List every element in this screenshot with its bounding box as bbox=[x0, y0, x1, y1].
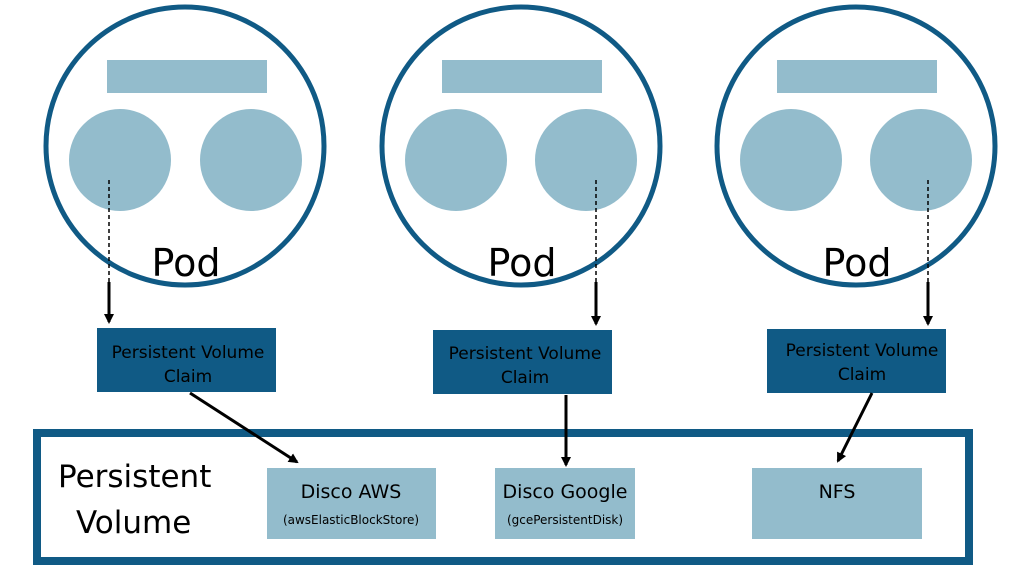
claim-3: Persistent Volume Claim bbox=[767, 329, 946, 393]
storage-2-box bbox=[495, 468, 635, 539]
storage-3-box bbox=[752, 468, 922, 539]
claim-1: Persistent Volume Claim bbox=[97, 328, 276, 392]
claim-3-box bbox=[767, 329, 946, 393]
pod-2-container-left bbox=[405, 109, 507, 211]
pod-3-label: Pod bbox=[823, 241, 892, 285]
pod-3: Pod bbox=[714, 4, 998, 288]
storage-3-title: NFS bbox=[819, 481, 856, 503]
persistent-volume-label-line2: Volume bbox=[76, 505, 191, 541]
pod-1-container-left bbox=[69, 109, 171, 211]
claim-3-label-line1: Persistent Volume bbox=[786, 341, 939, 361]
claim-3-label-line2: Claim bbox=[838, 365, 886, 385]
pod-1-bar bbox=[107, 60, 267, 93]
storage-2-title: Disco Google bbox=[503, 481, 628, 503]
claim-2-label-line2: Claim bbox=[501, 368, 549, 388]
claim-1-box bbox=[97, 328, 276, 392]
pod-2-container-right bbox=[535, 109, 637, 211]
storage-2-subtitle: (gcePersistentDisk) bbox=[507, 513, 623, 527]
pod-1-label: Pod bbox=[152, 241, 221, 285]
claim-1-storage-arrow bbox=[189, 391, 299, 464]
pod-2-bar bbox=[442, 60, 602, 93]
storage-1-title: Disco AWS bbox=[301, 481, 402, 503]
claim-3-storage-arrow bbox=[836, 392, 874, 463]
storage-1: Disco AWS (awsElasticBlockStore) bbox=[267, 468, 436, 539]
storage-1-subtitle: (awsElasticBlockStore) bbox=[283, 513, 419, 527]
pod-3-bar bbox=[777, 60, 937, 93]
claim-1-label-line1: Persistent Volume bbox=[112, 343, 265, 363]
claim-2-box bbox=[433, 330, 612, 394]
claim-2-label-line1: Persistent Volume bbox=[449, 344, 602, 364]
pod-1: Pod bbox=[43, 4, 327, 288]
pod-2-label: Pod bbox=[488, 241, 557, 285]
claim-1-label-line2: Claim bbox=[164, 367, 212, 387]
pod-2: Pod bbox=[379, 4, 663, 288]
storage-2: Disco Google (gcePersistentDisk) bbox=[495, 468, 635, 539]
pod-3-container-left bbox=[740, 109, 842, 211]
claim-2: Persistent Volume Claim bbox=[433, 330, 612, 394]
pod-3-container-right bbox=[870, 109, 972, 211]
pod-1-container-right bbox=[200, 109, 302, 211]
storage-1-box bbox=[267, 468, 436, 539]
persistent-volume-label-line1: Persistent bbox=[58, 459, 211, 495]
storage-3: NFS bbox=[752, 468, 922, 539]
